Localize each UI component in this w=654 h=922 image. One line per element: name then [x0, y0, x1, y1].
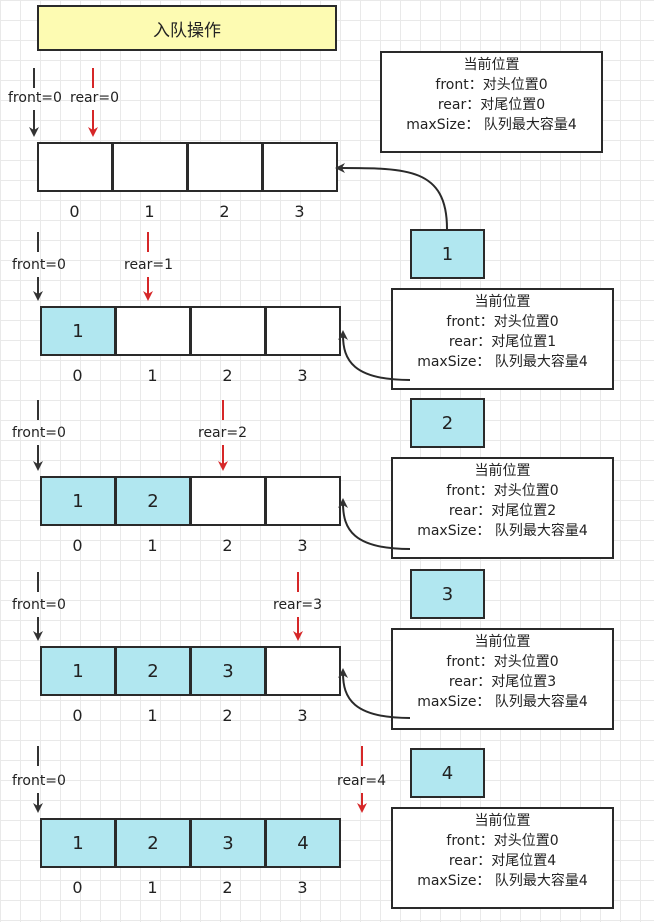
status-info-box: 当前位置 front：对头位置0 rear：对尾位置4 maxSize： 队列最大容量…	[391, 807, 614, 909]
index-label: 3	[297, 878, 308, 897]
incoming-element: 2	[410, 398, 485, 448]
queue-cell: 3	[190, 646, 266, 696]
rear-label: rear=0	[70, 90, 120, 106]
info-line: maxSize： 队列最大容量4	[417, 354, 588, 370]
enqueue-arrow	[338, 330, 411, 381]
queue-cell: 2	[115, 818, 191, 868]
info-line: rear：对尾位置1	[448, 334, 557, 350]
queue-cell: 4	[265, 818, 341, 868]
index-label: 1	[147, 878, 158, 897]
incoming-element: 1	[410, 229, 485, 279]
info-line: front：对头位置0	[435, 77, 548, 93]
info-line: rear：对尾位置0	[437, 97, 546, 113]
queue-cell: 2	[115, 646, 191, 696]
rear-label: rear=4	[337, 773, 387, 789]
info-line: rear：对尾位置4	[448, 853, 557, 869]
index-label: 0	[72, 878, 83, 897]
incoming-element: 3	[410, 569, 485, 619]
info-heading: 当前位置	[463, 57, 520, 73]
front-label: front=0	[12, 773, 66, 789]
front-label: front=0	[12, 257, 66, 273]
index-label: 0	[72, 366, 83, 385]
info-heading: 当前位置	[474, 463, 531, 479]
status-info-box: 当前位置 front：对头位置0 rear：对尾位置1 maxSize： 队列最大容量…	[391, 288, 614, 390]
index-label: 1	[147, 366, 158, 385]
info-line: maxSize： 队列最大容量4	[417, 694, 588, 710]
page-title: 入队操作	[37, 5, 337, 51]
index-label: 2	[222, 536, 233, 555]
rear-label: rear=3	[273, 597, 323, 613]
queue-cell	[262, 142, 338, 192]
status-info-box: 当前位置 front：对头位置0 rear：对尾位置0 maxSize： 队列最大容量…	[380, 51, 603, 153]
info-heading: 当前位置	[474, 813, 531, 829]
info-heading: 当前位置	[474, 294, 531, 310]
enqueue-arrow	[335, 163, 448, 230]
queue-cell	[265, 476, 341, 526]
status-info-box: 当前位置 front：对头位置0 rear：对尾位置3 maxSize： 队列最大容量…	[391, 628, 614, 730]
info-line: rear：对尾位置2	[448, 503, 557, 519]
info-heading: 当前位置	[474, 634, 531, 650]
index-label: 1	[147, 536, 158, 555]
index-label: 3	[297, 706, 308, 725]
info-line: front：对头位置0	[446, 483, 559, 499]
index-label: 0	[69, 202, 80, 221]
index-label: 1	[147, 706, 158, 725]
index-label: 2	[222, 366, 233, 385]
status-info-box: 当前位置 front：对头位置0 rear：对尾位置2 maxSize： 队列最大容量…	[391, 457, 614, 559]
rear-label: rear=1	[124, 257, 174, 273]
incoming-element: 4	[410, 748, 485, 798]
queue-cell: 1	[40, 306, 116, 356]
queue-cell	[115, 306, 191, 356]
front-label: front=0	[8, 90, 62, 106]
info-line: rear：对尾位置3	[448, 674, 557, 690]
index-label: 3	[294, 202, 305, 221]
queue-cell	[37, 142, 113, 192]
info-line: maxSize： 队列最大容量4	[417, 523, 588, 539]
front-label: front=0	[12, 425, 66, 441]
index-label: 3	[297, 536, 308, 555]
index-label: 0	[72, 706, 83, 725]
index-label: 3	[297, 366, 308, 385]
index-label: 2	[222, 706, 233, 725]
info-line: maxSize： 队列最大容量4	[417, 873, 588, 889]
queue-cell: 1	[40, 476, 116, 526]
info-line: maxSize： 队列最大容量4	[406, 117, 577, 133]
index-label: 2	[222, 878, 233, 897]
info-line: front：对头位置0	[446, 833, 559, 849]
enqueue-arrow	[338, 498, 411, 550]
info-line: front：对头位置0	[446, 654, 559, 670]
enqueue-arrow	[338, 668, 411, 719]
info-line: front：对头位置0	[446, 314, 559, 330]
index-label: 0	[72, 536, 83, 555]
rear-label: rear=2	[198, 425, 248, 441]
index-label: 2	[219, 202, 230, 221]
queue-cell: 3	[190, 818, 266, 868]
front-label: front=0	[12, 597, 66, 613]
index-label: 1	[144, 202, 155, 221]
